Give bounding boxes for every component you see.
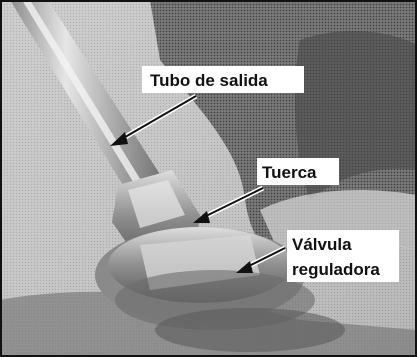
arrow-line-nut: [201, 187, 264, 219]
outlet-tube-graphic: [10, 0, 170, 205]
callout-nut: Tuerca: [193, 158, 339, 223]
label-bg-nut: [257, 158, 339, 185]
callout-regulator-valve: Válvula reguladora: [236, 230, 399, 282]
arrow-head-regulator-valve: [236, 261, 253, 273]
label-regulator-valve-line2: reguladora: [292, 260, 380, 279]
label-bg-outlet-tube: [142, 66, 304, 93]
arrow-head-outlet-tube: [110, 132, 128, 146]
label-bg-regulator-valve: [287, 230, 399, 282]
label-nut: Tuerca: [262, 163, 317, 182]
callout-outlet-tube: Tubo de salida: [110, 66, 304, 146]
arrow-line-regulator-valve: [244, 247, 286, 269]
label-regulator-valve-line1: Válvula: [292, 235, 352, 254]
regulator-valve-graphic: [95, 227, 345, 352]
arrow-head-nut: [193, 211, 210, 223]
arrow-line-outlet-tube: [119, 95, 197, 141]
label-outlet-tube: Tubo de salida: [150, 71, 268, 90]
